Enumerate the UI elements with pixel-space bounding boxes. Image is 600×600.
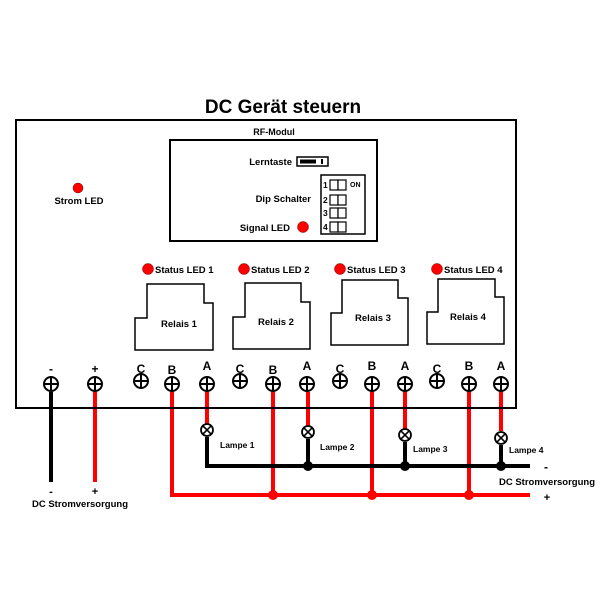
terminal-label: C	[336, 362, 345, 376]
relay-1: Status LED 1 Relais 1	[134, 263, 214, 351]
junction-dot	[367, 490, 377, 500]
status-led-2-label: Status LED 2	[251, 265, 310, 276]
rf-module	[169, 139, 378, 242]
junction-dot	[496, 461, 506, 471]
lamp-2: Lampe 2	[301, 425, 355, 452]
status-led-3-label: Status LED 3	[347, 265, 406, 276]
positive-bus	[170, 392, 530, 497]
relay4-terminal-a[interactable]: A	[493, 359, 509, 392]
terminal-label: -	[49, 362, 53, 376]
dip-position-2[interactable]: 2	[323, 194, 347, 206]
dip-position-3[interactable]: 3	[323, 207, 347, 219]
junction-dot	[400, 461, 410, 471]
lamp-label: Lampe 2	[320, 442, 355, 452]
supply-left-plus: +	[92, 486, 98, 498]
status-led-1-label: Status LED 1	[155, 265, 214, 276]
relay-2-label: Relais 2	[258, 317, 294, 328]
negative-bus	[205, 437, 530, 468]
relay-3-label: Relais 3	[355, 313, 391, 324]
terminal-label: A	[401, 359, 410, 373]
supply-right-minus: -	[544, 460, 548, 474]
relay-3: Status LED 3 Relais 3	[330, 263, 409, 346]
relay-2: Status LED 2 Relais 2	[232, 263, 311, 350]
power-led	[72, 182, 84, 194]
supply-left-minus: -	[49, 486, 53, 498]
signal-led-label: Signal LED	[240, 223, 290, 234]
status-led-4	[431, 263, 443, 275]
relay2-terminal-b[interactable]: B	[265, 363, 281, 392]
dip-number: 2	[323, 195, 328, 205]
junction-dot	[268, 490, 278, 500]
dip-switch-label: Dip Schalter	[256, 194, 312, 205]
relay4-terminal-c[interactable]: C	[429, 362, 445, 389]
junction-dot	[303, 461, 313, 471]
relay-3-outline	[330, 279, 409, 346]
relay1-terminal-c[interactable]: C	[133, 362, 149, 389]
terminal-label: C	[236, 362, 245, 376]
junction-dot	[464, 490, 474, 500]
relay-2-outline	[232, 282, 311, 350]
relay3-terminal-c[interactable]: C	[332, 362, 348, 389]
lamp-3: Lampe 3	[398, 428, 448, 454]
terminal-label: B	[168, 363, 177, 377]
relay3-terminal-b[interactable]: B	[364, 359, 380, 392]
status-led-3	[334, 263, 346, 275]
dip-on-label: ON	[350, 182, 361, 189]
dip-switch: ON 1 2 3 4	[320, 174, 366, 235]
device-housing	[15, 119, 517, 409]
supply-right-plus: +	[544, 492, 550, 504]
relay2-terminal-c[interactable]: C	[232, 362, 248, 389]
rf-module-label: RF-Modul	[253, 127, 294, 137]
dip-number: 4	[323, 222, 328, 232]
power-terminal-negative[interactable]: -	[43, 362, 59, 392]
relay1-terminal-b[interactable]: B	[164, 363, 180, 392]
lamps: Lampe 1 Lampe 2 Lampe 3 Lampe 4	[200, 423, 544, 455]
supply-left-label: DC Stromversorgung	[32, 499, 128, 510]
relay4-terminal-b[interactable]: B	[461, 359, 477, 392]
terminal-label: A	[497, 359, 506, 373]
learn-button[interactable]	[296, 156, 329, 167]
terminal-label: B	[368, 359, 377, 373]
power-terminal-positive[interactable]: +	[87, 362, 103, 392]
terminal-label: B	[465, 359, 474, 373]
terminal-label: C	[137, 362, 146, 376]
terminal-label: A	[303, 359, 312, 373]
lamp-label: Lampe 4	[509, 445, 544, 455]
supply-right-label: DC Stromversorgung	[499, 477, 595, 488]
lamp-label: Lampe 1	[220, 440, 255, 450]
dip-position-4[interactable]: 4	[323, 221, 347, 233]
learn-button-label: Lerntaste	[249, 157, 292, 168]
power-led-label: Strom LED	[54, 196, 103, 207]
lamp-1: Lampe 1	[200, 423, 255, 450]
terminal-label: +	[91, 362, 98, 376]
relay1-terminal-a[interactable]: A	[199, 359, 215, 392]
relay3-terminal-a[interactable]: A	[397, 359, 413, 392]
signal-led	[297, 221, 309, 233]
dip-position-1[interactable]: 1	[323, 179, 347, 191]
relay-4: Status LED 4 Relais 4	[426, 263, 505, 345]
lamp-4: Lampe 4	[494, 431, 544, 455]
wires	[49, 392, 530, 500]
dip-number: 1	[323, 180, 328, 190]
terminal-label: B	[269, 363, 278, 377]
terminal-strip: - + C B A C B A C B A C B A	[43, 359, 509, 392]
relay2-terminal-a[interactable]: A	[299, 359, 315, 392]
relay-4-outline	[426, 278, 505, 345]
terminal-label: C	[433, 362, 442, 376]
relay-4-label: Relais 4	[450, 312, 487, 323]
status-led-1	[142, 263, 154, 275]
status-led-2	[238, 263, 250, 275]
dip-number: 3	[323, 208, 328, 218]
status-led-4-label: Status LED 4	[444, 265, 503, 276]
relay-1-label: Relais 1	[161, 319, 198, 330]
relay-1-outline	[134, 283, 214, 351]
terminal-label: A	[203, 359, 212, 373]
lamp-label: Lampe 3	[413, 444, 448, 454]
diagram-title: DC Gerät steuern	[205, 97, 361, 118]
